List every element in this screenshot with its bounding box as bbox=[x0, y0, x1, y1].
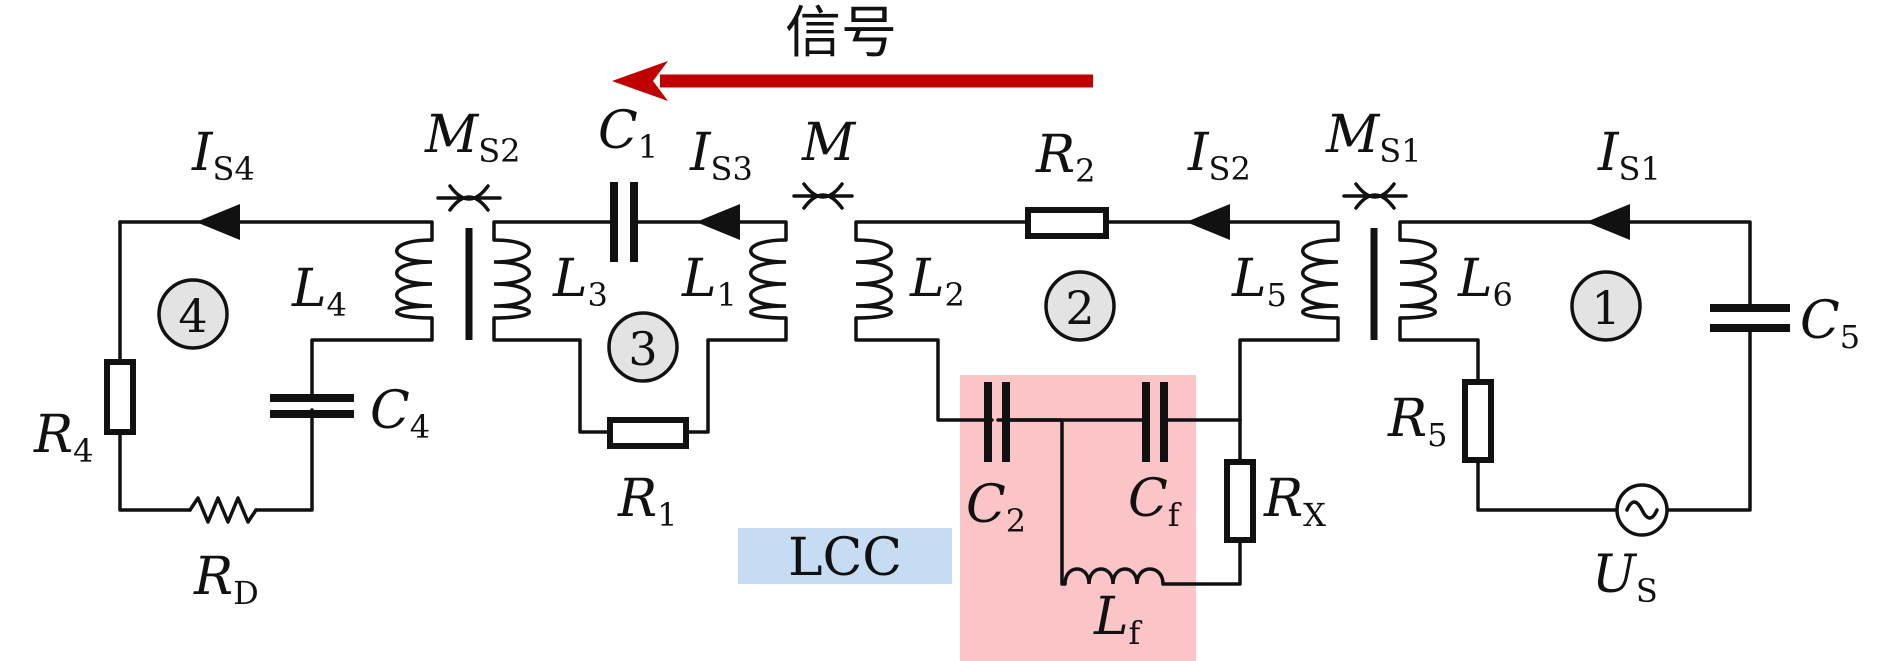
svg-text:4: 4 bbox=[178, 289, 207, 343]
label-is1: IS1 bbox=[1597, 123, 1661, 188]
loop-3-wires bbox=[492, 220, 788, 434]
resistor-r1 bbox=[607, 417, 689, 449]
resistor-r5 bbox=[1462, 379, 1494, 463]
loop-number-2: 2 bbox=[1044, 270, 1116, 342]
inductor-l1 bbox=[749, 238, 787, 320]
label-l5: L5 bbox=[1231, 249, 1287, 314]
loop-number-4: 4 bbox=[157, 278, 229, 350]
loop-number-1: 1 bbox=[1570, 270, 1642, 342]
loop-number-3: 3 bbox=[607, 311, 679, 383]
label-l4: L4 bbox=[291, 259, 347, 324]
source-us-icon bbox=[1615, 483, 1669, 537]
inductor-lf bbox=[1063, 567, 1165, 585]
label-l1: L1 bbox=[681, 249, 737, 314]
svg-text:1: 1 bbox=[1591, 281, 1620, 335]
loop-2-wires bbox=[854, 220, 1340, 586]
loop-4-wires bbox=[118, 220, 434, 524]
inductor-l4 bbox=[395, 238, 433, 320]
svg-text:3: 3 bbox=[628, 322, 657, 376]
loop-1-wires bbox=[1398, 220, 1752, 512]
label-rd: RD bbox=[193, 547, 259, 612]
current-arrow-is4 bbox=[196, 204, 240, 240]
label-ms2: MS2 bbox=[424, 105, 521, 170]
label-is2: IS2 bbox=[1187, 123, 1251, 188]
inductor-l2 bbox=[855, 238, 893, 320]
capacitor-c5 bbox=[1710, 304, 1790, 332]
capacitor-c1 bbox=[610, 182, 638, 262]
lcc-label: LCC bbox=[788, 528, 902, 588]
label-m: M bbox=[801, 113, 857, 173]
label-l6: L6 bbox=[1457, 249, 1513, 314]
label-c1: C1 bbox=[598, 101, 658, 166]
coupling-ms2-icon bbox=[436, 184, 502, 212]
lcc-label-background bbox=[738, 528, 952, 584]
label-ms1: MS1 bbox=[1325, 105, 1422, 170]
label-rx: RX bbox=[1263, 469, 1326, 534]
label-us: US bbox=[1592, 545, 1658, 610]
lcc-network-highlight bbox=[960, 375, 1196, 661]
label-r1: R1 bbox=[617, 469, 678, 534]
coupling-m-icon bbox=[792, 182, 854, 210]
resistor-rx bbox=[1224, 459, 1256, 543]
label-c2: C2 bbox=[966, 475, 1026, 540]
label-r4: R4 bbox=[33, 405, 94, 470]
label-is3: IS3 bbox=[689, 123, 753, 188]
label-r5: R5 bbox=[1387, 389, 1448, 454]
signal-arrow bbox=[612, 61, 1093, 101]
label-c4: C4 bbox=[370, 381, 430, 446]
label-is4: IS4 bbox=[191, 123, 255, 188]
svg-text:2: 2 bbox=[1065, 281, 1094, 335]
capacitor-cf bbox=[1142, 382, 1168, 462]
label-l2: L2 bbox=[909, 249, 965, 314]
label-lf: Lf bbox=[1093, 587, 1143, 652]
signal-label: 信号 bbox=[785, 1, 897, 66]
coupling-ms1-icon bbox=[1342, 182, 1408, 210]
current-arrow-is1 bbox=[1586, 204, 1630, 240]
label-l3: L3 bbox=[552, 249, 608, 314]
label-c5: C5 bbox=[1800, 291, 1860, 356]
current-arrow-is3 bbox=[696, 204, 740, 240]
capacitor-c4 bbox=[270, 394, 354, 418]
current-arrow-is2 bbox=[1186, 204, 1230, 240]
resistor-r4 bbox=[104, 359, 136, 435]
label-cf: Cf bbox=[1128, 469, 1182, 534]
capacitor-c2 bbox=[984, 382, 1010, 462]
inductor-l5 bbox=[1301, 238, 1339, 320]
label-r2: R2 bbox=[1035, 125, 1096, 190]
resistor-r2 bbox=[1025, 207, 1109, 239]
inductor-l6 bbox=[1399, 238, 1437, 320]
inductor-l3 bbox=[493, 238, 531, 320]
